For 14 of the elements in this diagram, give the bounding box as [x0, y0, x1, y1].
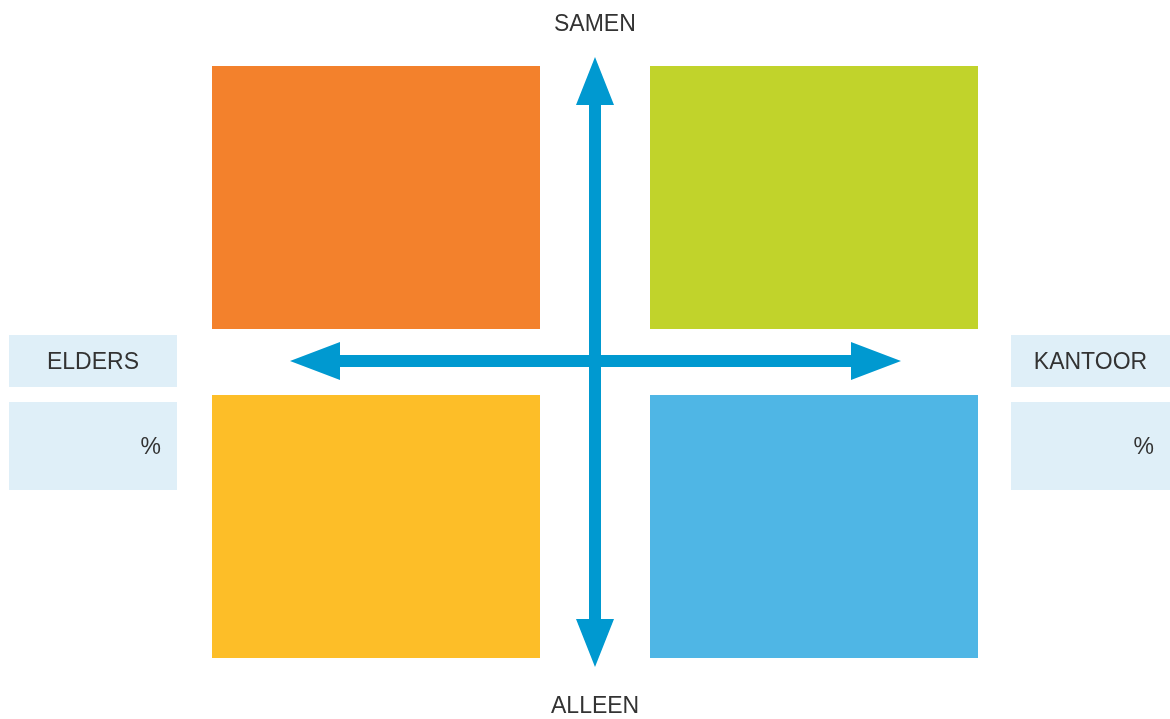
- axis-label: %: [1133, 432, 1154, 460]
- percentage-panel: [1011, 402, 1170, 490]
- quadrant-square: [650, 395, 978, 658]
- label-panel: [1011, 335, 1170, 387]
- axis-label: ELDERS: [46, 347, 139, 375]
- quadrant-square: [212, 66, 540, 329]
- axis-label: KANTOOR: [1033, 347, 1148, 375]
- axis-label: %: [140, 432, 161, 460]
- percentage-panel: [9, 402, 177, 490]
- quadrant-square: [650, 66, 978, 329]
- axis-label: SAMEN: [554, 10, 636, 37]
- quadrant-square: [212, 395, 540, 658]
- label-panel: [9, 335, 177, 387]
- axis-label: ALLEEN: [551, 692, 640, 719]
